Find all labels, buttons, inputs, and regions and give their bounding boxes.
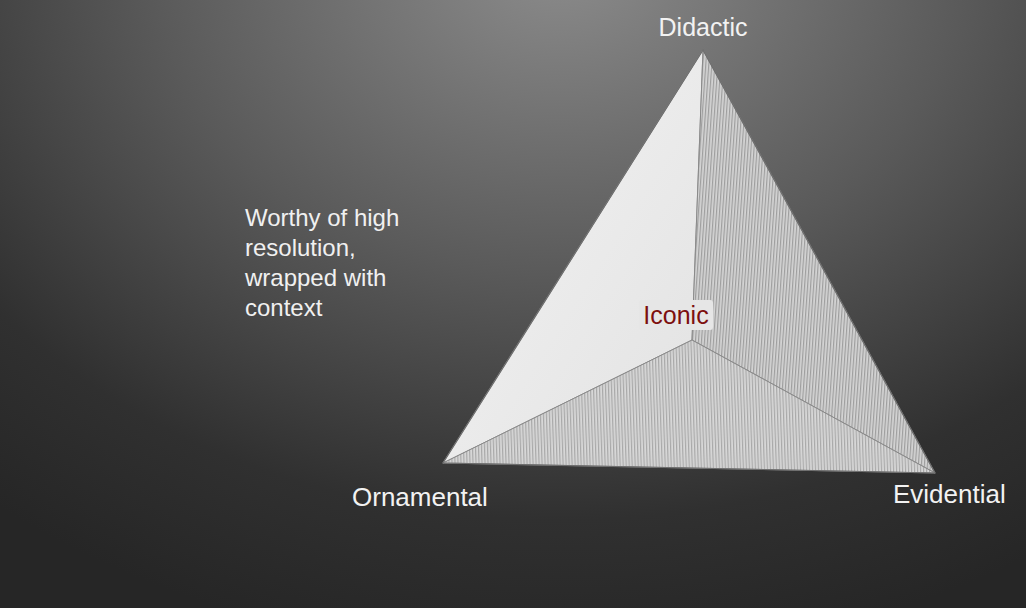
- vertex-label: Didactic: [659, 12, 748, 42]
- note-text: Worthy of high resolution, wrapped with …: [245, 203, 417, 323]
- vertex-label: Ornamental: [352, 482, 488, 512]
- vertex-label: Evidential: [893, 479, 1006, 509]
- triangle-outline: [443, 50, 935, 473]
- center-label: Iconic: [639, 300, 712, 330]
- bottom-face: [443, 340, 935, 473]
